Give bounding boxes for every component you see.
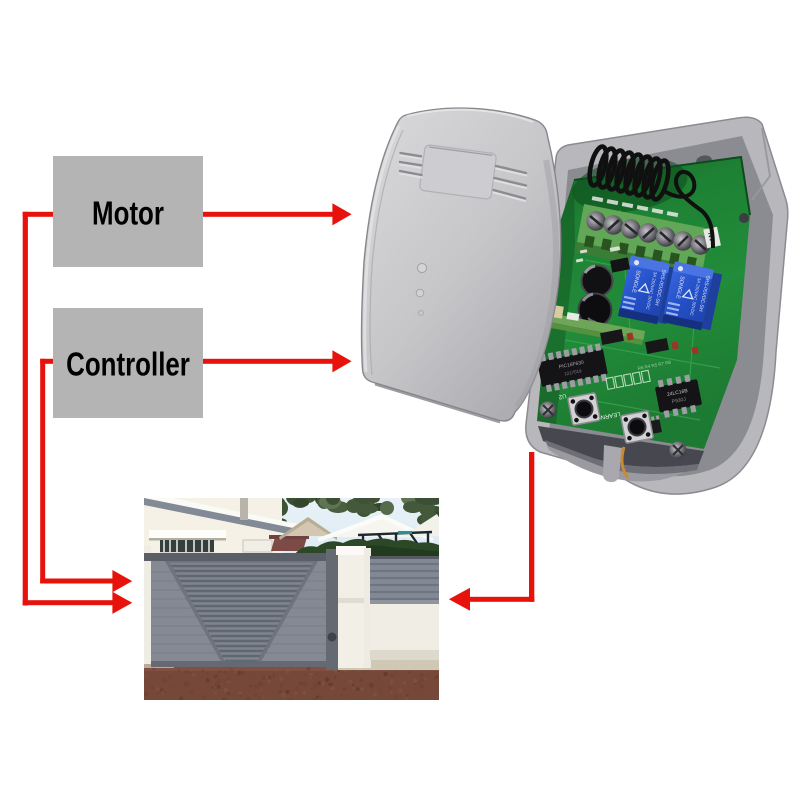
svg-text:P930J: P930J bbox=[671, 397, 687, 406]
svg-text:Controller: Controller bbox=[66, 347, 190, 384]
svg-text:PIC16F630: PIC16F630 bbox=[558, 360, 584, 371]
svg-text:U2: U2 bbox=[557, 392, 566, 399]
svg-text:Motor: Motor bbox=[92, 196, 164, 233]
svg-text:NV: NV bbox=[706, 232, 715, 243]
svg-text:LEARN: LEARN bbox=[600, 410, 621, 420]
svg-text:SONGLE: SONGLE bbox=[630, 269, 641, 293]
svg-text:24LC16B: 24LC16B bbox=[667, 388, 689, 398]
svg-text:R6 R4 R5 R7 R8: R6 R4 R5 R7 R8 bbox=[637, 360, 672, 371]
svg-text:SONGLE: SONGLE bbox=[674, 275, 685, 299]
svg-text:1217019: 1217019 bbox=[564, 368, 583, 376]
